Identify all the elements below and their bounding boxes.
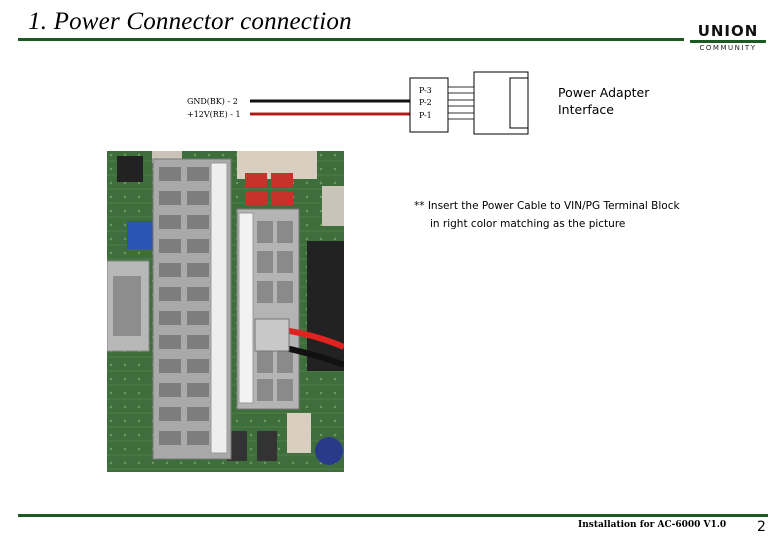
connector-latch [509, 77, 529, 129]
pin-label-p3: P-3 [419, 86, 432, 95]
pin-label-p2: P-2 [419, 98, 432, 107]
adapter-label-line2: Interface [558, 102, 614, 117]
adapter-label-line1: Power Adapter [558, 85, 650, 100]
power-connector-diagram [250, 71, 529, 135]
adapter-label: Power Adapter Interface [558, 84, 649, 118]
footer-divider [18, 514, 768, 517]
connector-housing [409, 77, 449, 133]
page-number: 2 [757, 519, 766, 535]
wire-label-12v: +12V(RE) - 1 [187, 110, 241, 119]
wire-label-gnd: GND(BK) - 2 [187, 97, 238, 106]
instruction-line2: in right color matching as the picture [430, 218, 626, 230]
instruction-line1: ** Insert the Power Cable to VIN/PG Term… [414, 200, 680, 212]
pin-3 [447, 86, 475, 94]
pin-label-p1: P-1 [419, 111, 432, 120]
union-community-logo: UNION COMMUNITY [690, 24, 766, 52]
logo-bar [690, 40, 766, 43]
pin-1 [447, 112, 475, 120]
terminal-block-photo [107, 151, 344, 472]
title-divider [18, 38, 684, 41]
logo-sub-text: COMMUNITY [699, 44, 757, 52]
logo-main-text: UNION [690, 24, 766, 39]
footer-doc-name: Installation for AC-6000 V1.0 [578, 520, 727, 530]
pin-2 [447, 99, 475, 107]
instruction-text: ** Insert the Power Cable to VIN/PG Term… [414, 197, 694, 233]
page-title: 1. Power Connector connection [28, 8, 352, 35]
